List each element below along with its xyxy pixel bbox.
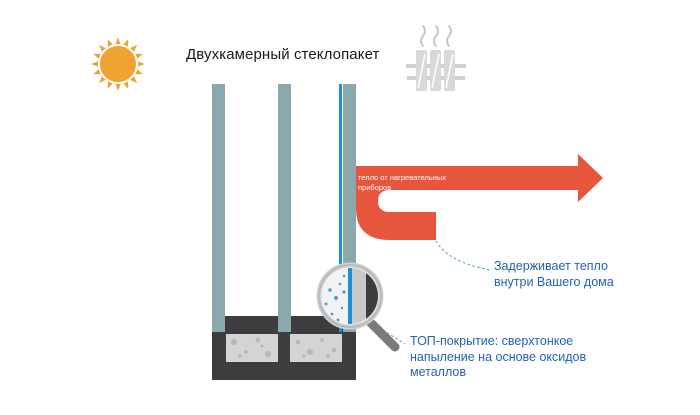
sun-ray — [129, 75, 138, 84]
filler-speck — [320, 338, 324, 342]
filler-speck — [326, 354, 330, 358]
heat-arrow-label: тепло от нагревательных приборов — [358, 173, 446, 192]
radiator-icon — [406, 25, 466, 91]
coating-label: ТОП-покрытие: сверхтонкое напыление на о… — [410, 334, 587, 379]
sun-ray — [129, 44, 138, 53]
filler-speck — [331, 347, 337, 353]
lens-particle — [342, 274, 346, 278]
filler-speck — [307, 349, 313, 355]
filler-speck — [231, 339, 237, 345]
filler-speck — [260, 344, 264, 348]
lens-particle — [330, 312, 334, 316]
heat-arrow — [356, 154, 603, 240]
coating-layer — [339, 84, 342, 332]
filler-speck — [238, 354, 242, 358]
magnifier-icon — [316, 262, 400, 352]
filler-speck — [244, 350, 248, 354]
sun-icon — [91, 37, 145, 91]
filler-speck — [255, 337, 261, 343]
sun-ray — [91, 61, 100, 67]
lens-particle — [340, 306, 344, 310]
sun-ray — [136, 61, 145, 67]
sun-ray — [98, 44, 107, 53]
retain-leader-line — [435, 240, 491, 271]
diagram-title: Двухкамерный стеклопакет — [186, 46, 380, 63]
glass-pane-outer — [212, 84, 225, 332]
retain-heat-label: Задерживает тепло внутри Вашего дома — [494, 259, 614, 289]
sun-ray — [115, 82, 121, 91]
lens-particle — [336, 318, 340, 322]
glass-pane-middle — [278, 84, 291, 332]
sun-ray — [98, 75, 107, 84]
filler-speck — [265, 351, 271, 357]
sun-ray — [115, 37, 121, 46]
filler-speck — [302, 354, 306, 358]
filler-speck — [295, 339, 301, 345]
lens-particle — [334, 296, 338, 300]
lens-particle — [328, 288, 332, 292]
lens-particle — [338, 282, 342, 286]
lens-particle — [342, 290, 346, 294]
lens-particle — [324, 302, 328, 306]
